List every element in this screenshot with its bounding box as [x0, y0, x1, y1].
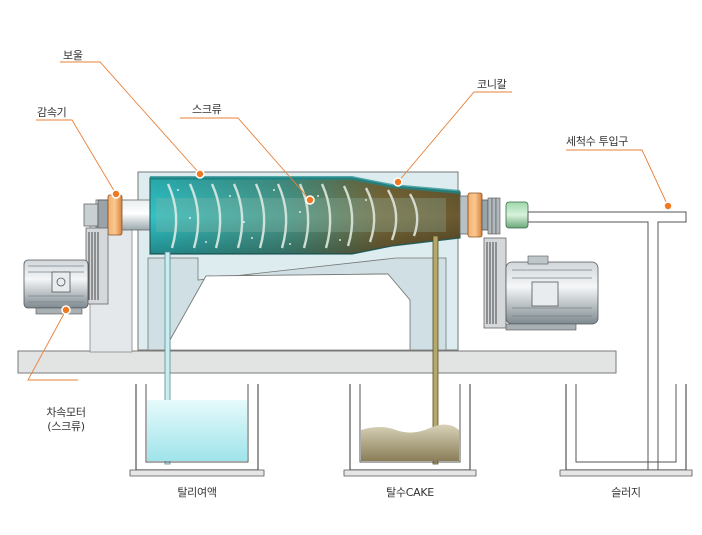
- callout-leaders: [27, 61, 669, 381]
- left-flange: [83, 194, 123, 236]
- conical-label: 코니칼: [477, 78, 507, 91]
- right-motor: [505, 255, 599, 331]
- filtrate-discharge-pipe: [164, 251, 171, 465]
- motor-dot: [61, 305, 71, 315]
- filtrate-label: 탈리여액: [177, 486, 217, 499]
- motor-label-line1: 차속모터: [46, 406, 86, 419]
- filtrate-tank: [129, 384, 265, 477]
- liquid-particles: [177, 189, 367, 245]
- left-belt: [85, 227, 109, 305]
- wash-inlet-label: 세척수 투입구: [566, 135, 629, 148]
- base-slab: [17, 350, 617, 374]
- callout-dots: [61, 169, 673, 315]
- wash-inlet-pipe: [527, 211, 687, 471]
- right-flange: [459, 192, 529, 238]
- screw-label: 스크류: [192, 103, 222, 116]
- wash-inlet-dot: [663, 201, 673, 211]
- bowl-label: 보울: [63, 49, 83, 62]
- screw: [156, 183, 446, 249]
- right-belt: [483, 237, 507, 329]
- left-motor: [23, 259, 89, 315]
- bowl: [149, 176, 461, 255]
- reducer-dot: [111, 189, 121, 199]
- sludge-tank: [559, 384, 693, 477]
- cake-discharge-pipe: [432, 235, 439, 465]
- sludge-label: 슬러지: [611, 486, 641, 499]
- motor-label-line2: (스크류): [47, 420, 85, 433]
- screw-dot: [305, 195, 315, 205]
- cake-tank: [343, 384, 477, 477]
- conical-dot: [393, 177, 403, 187]
- bowl-dot: [195, 169, 205, 179]
- reducer-label: 감속기: [37, 106, 67, 119]
- cake-label: 탈수CAKE: [386, 486, 434, 499]
- motor-label: 차속모터 (스크류): [38, 406, 94, 434]
